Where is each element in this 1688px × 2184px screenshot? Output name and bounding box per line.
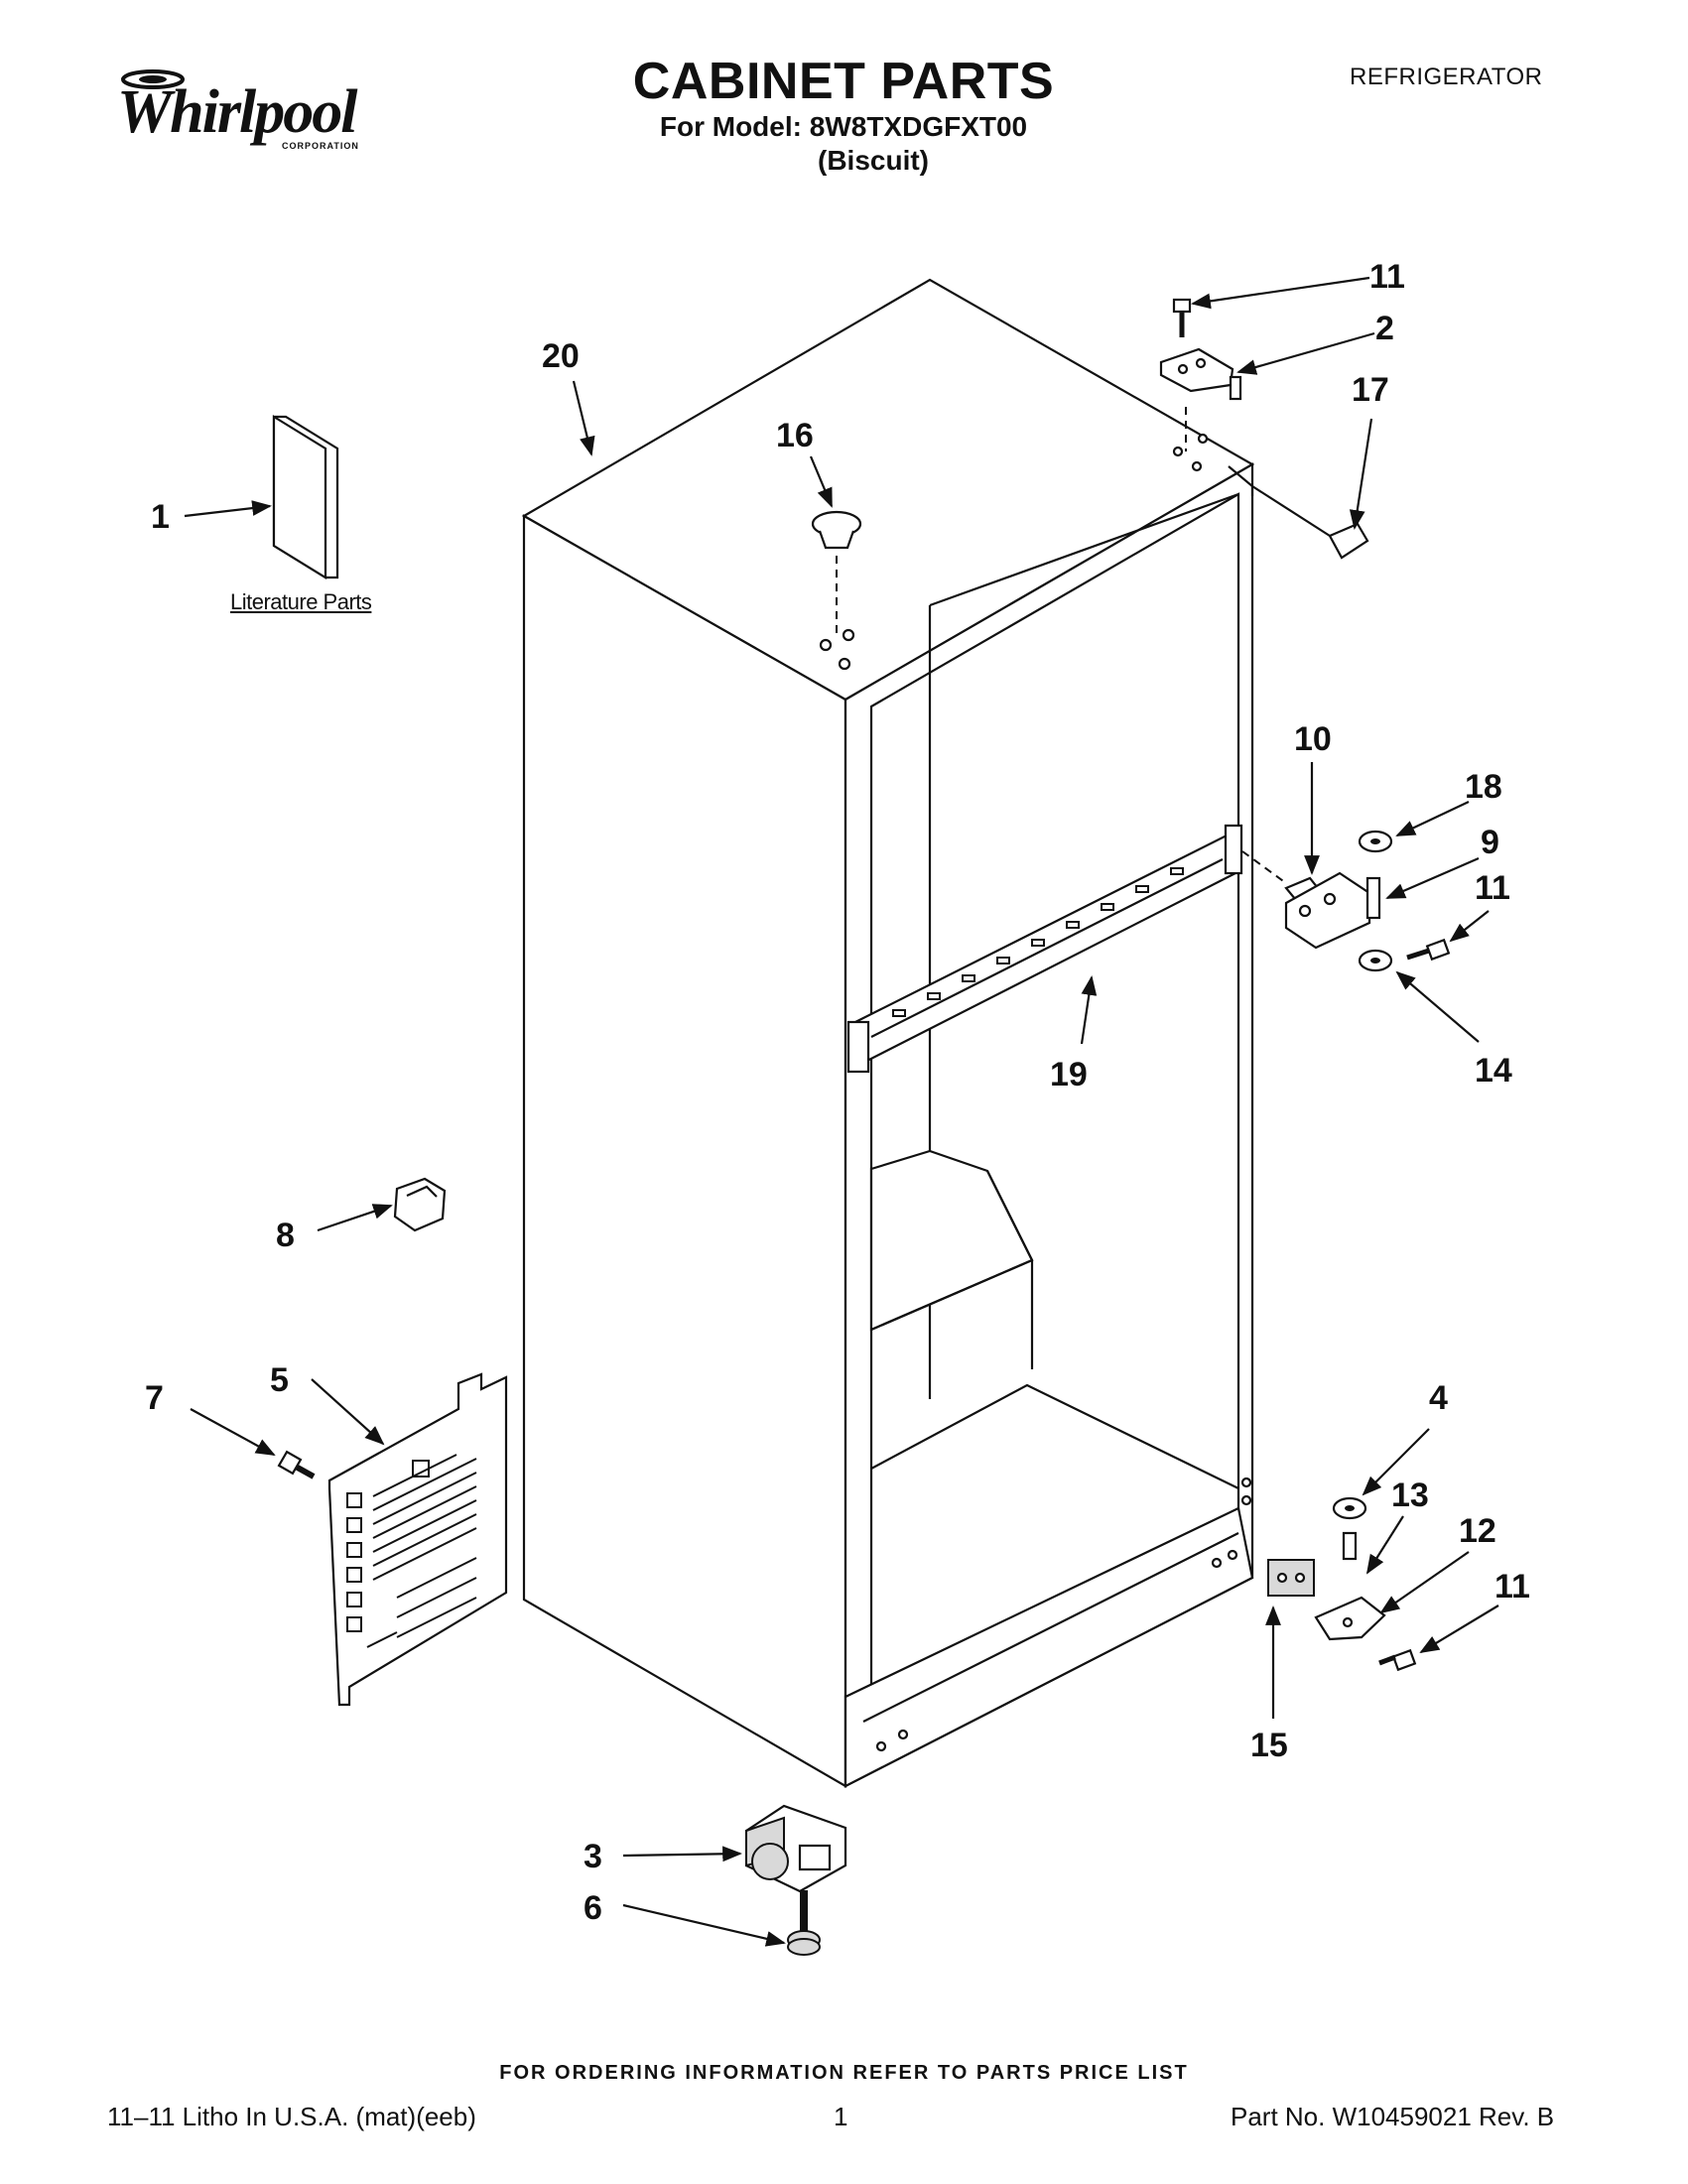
callout-5: 5 [270, 1361, 289, 1399]
center-hinge [1241, 830, 1451, 972]
callout-11-top: 11 [1369, 258, 1405, 296]
callout-10: 10 [1294, 720, 1332, 758]
callout-20: 20 [542, 337, 580, 375]
grille-screw [277, 1450, 316, 1479]
callout-7: 7 [145, 1379, 164, 1417]
divider-rail [846, 824, 1243, 1074]
leader-lines [184, 276, 1499, 1947]
cabinet-body [521, 278, 1255, 1788]
callout-8: 8 [276, 1217, 295, 1254]
bottom-hinge [1267, 1496, 1417, 1672]
appliance-category: REFRIGERATOR [1350, 64, 1543, 90]
page-number: 1 [834, 2102, 848, 2131]
clip [393, 1177, 447, 1232]
callout-13: 13 [1391, 1477, 1429, 1514]
callout-15: 15 [1250, 1727, 1288, 1764]
callout-19: 19 [1050, 1056, 1088, 1093]
callout-11-bottom: 11 [1494, 1568, 1530, 1606]
callout-4: 4 [1429, 1379, 1448, 1417]
literature-parts [272, 415, 339, 579]
page-title: CABINET PARTS [632, 53, 1055, 110]
leveling-leg [787, 1890, 821, 1956]
callout-12: 12 [1459, 1512, 1496, 1550]
callout-11-center: 11 [1475, 869, 1510, 907]
callout-14: 14 [1475, 1052, 1512, 1090]
roller-assembly [744, 1804, 847, 1893]
ordering-info: FOR ORDERING INFORMATION REFER TO PARTS … [499, 2062, 1189, 2084]
logo-wordmark: Whirlpool [117, 78, 357, 146]
top-hinge [1159, 298, 1242, 451]
callout-16: 16 [776, 417, 814, 454]
logo-corporation: CORPORATION [282, 141, 359, 151]
callout-numbers: 1 11 2 17 20 16 10 18 9 11 14 19 8 5 7 4… [145, 258, 1530, 1927]
literature-parts-label: Literature Parts [230, 589, 372, 614]
color-line: (Biscuit) [818, 145, 929, 176]
callout-2: 2 [1375, 310, 1394, 347]
part-number: Part No. W10459021 Rev. B [1231, 2102, 1555, 2131]
whirlpool-logo: Whirlpool CORPORATION [111, 58, 379, 162]
callout-3: 3 [584, 1838, 602, 1875]
callout-18: 18 [1465, 768, 1502, 806]
callout-17: 17 [1352, 371, 1389, 409]
callout-9: 9 [1481, 824, 1499, 861]
rear-grille [327, 1372, 508, 1707]
callout-6: 6 [584, 1889, 602, 1927]
hinge-cover [1251, 485, 1369, 560]
callout-1: 1 [151, 498, 170, 536]
top-plug [811, 510, 862, 635]
logo-swirl-icon [121, 69, 185, 89]
model-line: For Model: 8W8TXDGFXT00 [659, 111, 1028, 142]
litho-info: 11–11 Litho In U.S.A. (mat)(eeb) [107, 2102, 476, 2131]
